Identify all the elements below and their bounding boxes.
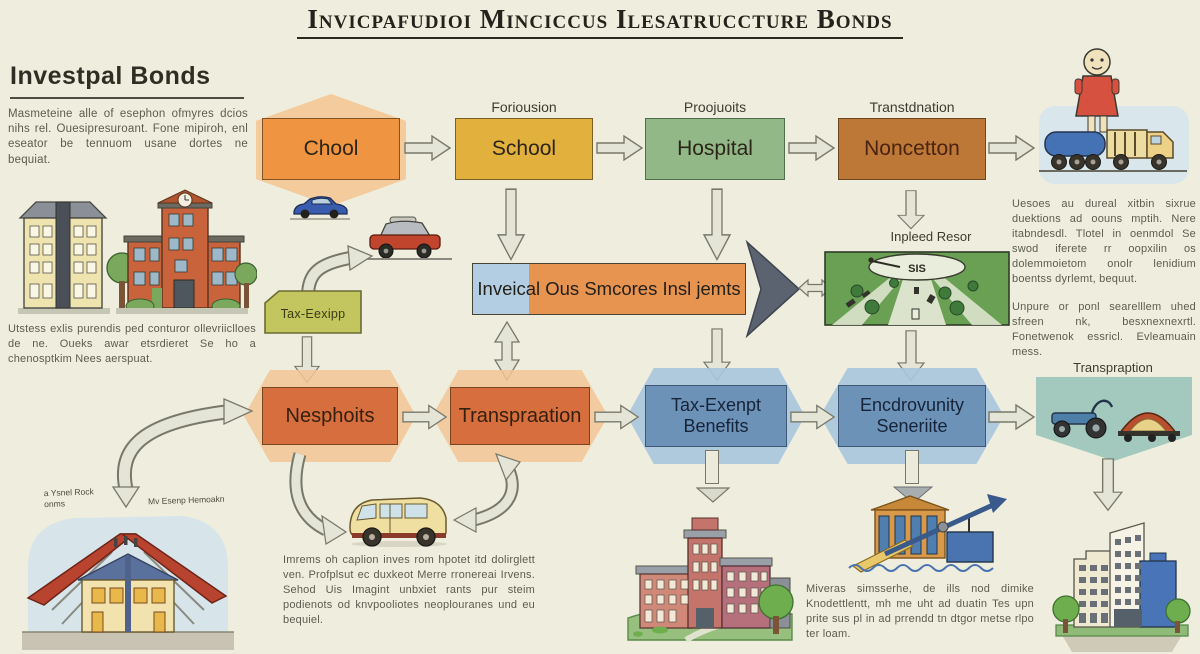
arrow-right-icon xyxy=(988,403,1036,431)
arrow-right-icon xyxy=(594,404,640,430)
arrowhead-down-icon xyxy=(696,487,730,503)
connector-stub xyxy=(705,450,719,484)
caption-proojuoits: Proojuoits xyxy=(683,99,747,115)
tax-tag-label: Tax-Eexipp xyxy=(281,307,346,321)
arrow-right-icon xyxy=(988,134,1036,162)
blue-sedan-illustration xyxy=(290,196,350,220)
caption-transtdnation: Transtdnation xyxy=(869,99,955,115)
curved-arrow-left-icon xyxy=(289,452,348,545)
bar-label: Inveical Ous Smcores Insl jemts xyxy=(477,278,741,299)
arrow-right-icon xyxy=(404,134,452,162)
bar-orange-segment xyxy=(529,264,745,314)
right-paragraph-top: Uesoes au dureal xitbin sixrue duektions… xyxy=(1012,198,1196,285)
curved-arrow-right-icon xyxy=(452,453,521,534)
citizen-and-truck-illustration xyxy=(1039,48,1189,184)
flow-box-nesphoits: Nesphoits xyxy=(262,387,398,445)
arrow-right-icon xyxy=(402,404,448,430)
left-mid-paragraph: Utstess exlis purendis ped conturor olle… xyxy=(8,323,256,365)
curved-arrow-house-icon xyxy=(111,398,254,509)
arrow-down-icon xyxy=(896,190,926,230)
arrow-right-icon xyxy=(788,134,836,162)
flow-box-noncetton: Noncetton xyxy=(838,118,986,180)
arrowhead-down-icon xyxy=(893,486,933,504)
intro-divider xyxy=(10,97,244,99)
city-buildings-illustration xyxy=(627,517,794,642)
caption-inpleed-resor: Inpleed Resor xyxy=(890,229,972,244)
flow-box-encdrovunity: Encdrovunity Seneriite xyxy=(838,385,986,447)
transport-vehicles-illustration xyxy=(1036,377,1192,461)
skyscrapers-illustration xyxy=(1052,522,1191,652)
bar-blue-segment xyxy=(473,264,529,314)
flow-box-chool: Chool xyxy=(262,118,400,180)
arrow-down-icon xyxy=(702,188,732,262)
right-paragraph-mid: Unpure or ponl searelllem uhed sfreen nk… xyxy=(1012,301,1196,358)
flow-box-transpraation: Transpraation xyxy=(450,387,590,445)
civic-buildings-illustration xyxy=(18,189,257,314)
arrow-right-icon xyxy=(790,404,836,430)
bottom-mid-paragraph: Imrems oh caplion inves rom hpotet itd d… xyxy=(283,554,535,626)
bottom-right-paragraph: Miveras simsserhe, de ills nod dimike Kn… xyxy=(806,583,1034,640)
bar-arrowhead-icon xyxy=(745,240,801,338)
red-suv-illustration xyxy=(362,216,452,260)
investment-bar: Inveical Ous Smcores Insl jemts xyxy=(472,263,746,315)
flow-box-hospital: Hospital xyxy=(645,118,785,180)
house-illustration xyxy=(22,516,234,650)
intro-heading: Investpal Bonds xyxy=(10,62,211,90)
tax-tag: Tax-Eexipp xyxy=(264,290,362,334)
connector-stub xyxy=(905,450,919,484)
caption-foriousion: Foriousion xyxy=(491,99,557,115)
flow-box-school: School xyxy=(455,118,593,180)
arrow-down-icon xyxy=(1092,458,1124,512)
arrow-down-icon xyxy=(496,188,526,262)
yellow-van-illustration xyxy=(349,497,447,547)
caption-transpraption: Transpraption xyxy=(1073,360,1153,375)
airport-park-illustration: SIS xyxy=(824,251,1010,326)
arrow-right-icon xyxy=(596,134,644,162)
page-title: Invicpafudioi Minciccus Ilesatruccture B… xyxy=(0,4,1200,39)
intro-body: Masmeteine alle of esephon ofmyres dcios… xyxy=(8,108,248,166)
runway-sign: SIS xyxy=(908,263,926,275)
flow-box-tax-exenpt: Tax-Exenpt Benefits xyxy=(645,385,787,447)
harbor-crane-illustration xyxy=(848,494,1007,573)
